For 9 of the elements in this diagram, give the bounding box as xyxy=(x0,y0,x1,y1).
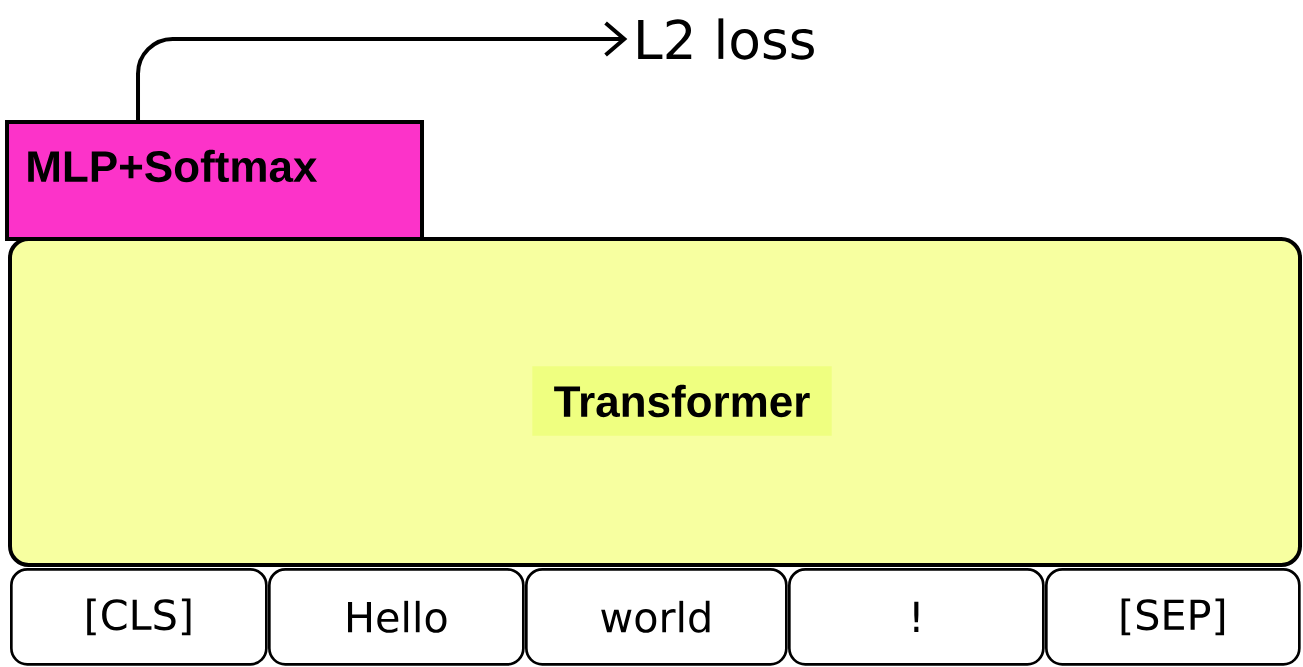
transformer-box: Transformer xyxy=(8,237,1302,567)
arrow xyxy=(136,21,628,120)
token-box: ! xyxy=(788,568,1045,666)
token-box: world xyxy=(525,568,788,666)
mlp-box: MLP+Softmax xyxy=(5,120,424,241)
token-box: [SEP] xyxy=(1045,568,1301,666)
token-box: Hello xyxy=(268,568,525,666)
token-box: [CLS] xyxy=(10,568,268,666)
loss-label: L2 loss xyxy=(638,18,814,60)
